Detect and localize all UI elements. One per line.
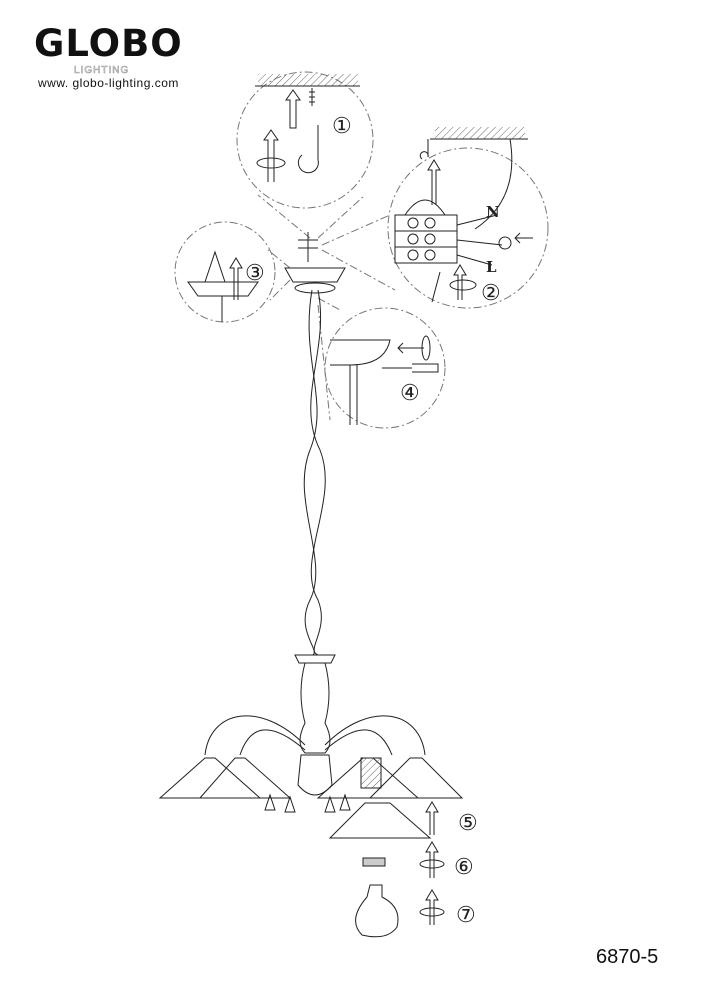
ceiling-hook-detail bbox=[255, 74, 360, 182]
step-3-label: ③ bbox=[245, 261, 265, 286]
globo-logo: GLOBO LIGHTING www. globo-lighting.com bbox=[34, 22, 224, 90]
canopy-screw-detail bbox=[330, 335, 439, 425]
detail-circle-3 bbox=[174, 221, 276, 323]
step-5-label: ⑤ bbox=[458, 811, 478, 836]
neutral-wire-label: N bbox=[486, 203, 500, 221]
live-wire-label: L bbox=[486, 258, 497, 276]
chandelier bbox=[158, 232, 464, 938]
detail-circle-1 bbox=[236, 71, 374, 209]
step-7-label: ⑦ bbox=[456, 903, 476, 928]
logo-brand: GLOBO bbox=[34, 22, 183, 65]
step-4-label: ④ bbox=[400, 381, 420, 406]
logo-url: www. globo-lighting.com bbox=[38, 76, 179, 90]
step-2-label: ② bbox=[481, 281, 501, 306]
logo-sub: LIGHTING bbox=[74, 65, 130, 77]
detail-circle-4 bbox=[324, 307, 446, 429]
model-number: 6870-5 bbox=[596, 946, 659, 968]
step-1-label: ① bbox=[332, 114, 352, 139]
detail-callouts bbox=[174, 71, 549, 429]
detail-circle-2 bbox=[387, 147, 549, 309]
terminal-block-detail bbox=[394, 127, 533, 303]
canopy-fixing-detail bbox=[187, 250, 259, 322]
step-6-label: ⑥ bbox=[454, 855, 474, 880]
